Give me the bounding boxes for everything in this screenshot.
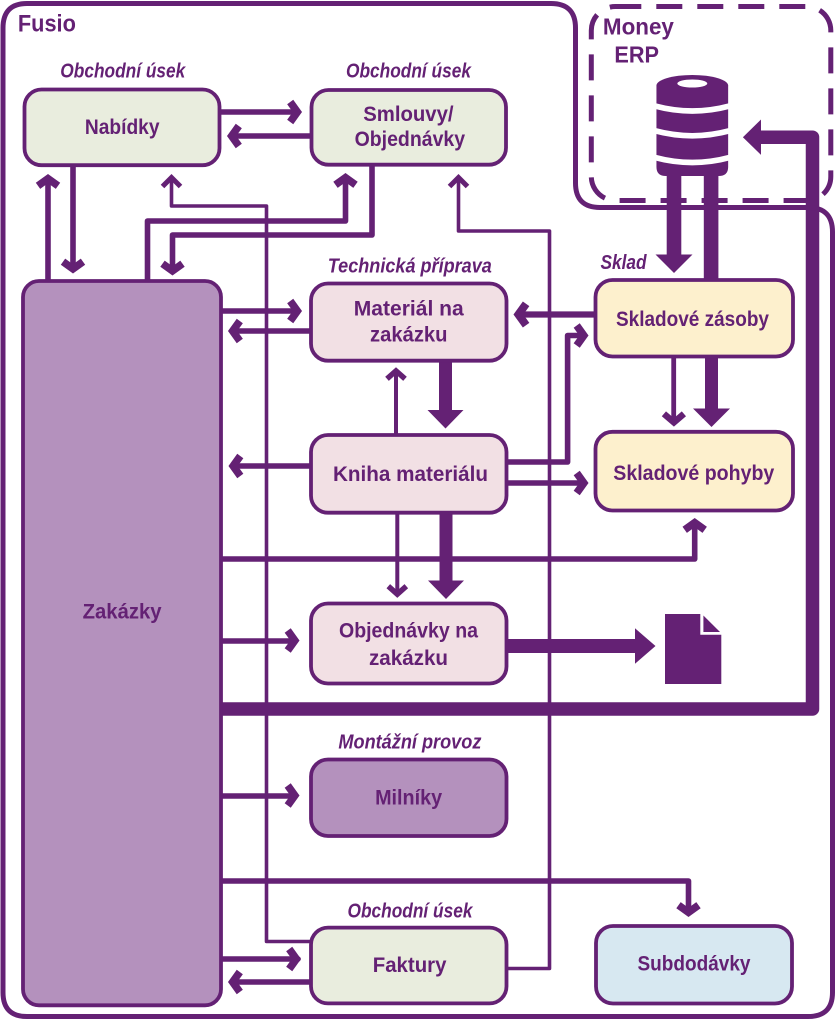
svg-text:Obchodní úsek: Obchodní úsek	[348, 901, 474, 923]
svg-text:zakázku: zakázku	[369, 647, 448, 670]
svg-text:Subdodávky: Subdodávky	[638, 953, 751, 976]
svg-text:Zakázky: Zakázky	[83, 601, 162, 624]
svg-text:zakázku: zakázku	[370, 324, 448, 347]
svg-text:Obchodní úsek: Obchodní úsek	[346, 60, 472, 82]
svg-text:Objednávky na: Objednávky na	[339, 620, 478, 643]
svg-text:ERP: ERP	[614, 42, 659, 68]
svg-text:Fusio: Fusio	[18, 11, 76, 38]
svg-text:Smlouvy/: Smlouvy/	[363, 103, 454, 126]
svg-text:Milníky: Milníky	[375, 787, 442, 810]
svg-text:Materiál na: Materiál na	[354, 298, 464, 321]
svg-text:Kniha materiálu: Kniha materiálu	[333, 463, 488, 486]
svg-text:Montážní provoz: Montážní provoz	[338, 732, 481, 754]
svg-text:Nabídky: Nabídky	[85, 116, 160, 139]
svg-text:Skladové pohyby: Skladové pohyby	[613, 462, 774, 485]
svg-text:Skladové zásoby: Skladové zásoby	[616, 308, 769, 331]
svg-text:Objednávky: Objednávky	[355, 128, 466, 151]
svg-text:Technická příprava: Technická příprava	[328, 255, 492, 277]
svg-text:Sklad: Sklad	[601, 252, 648, 274]
svg-text:Faktury: Faktury	[373, 954, 447, 977]
svg-text:Money: Money	[603, 14, 674, 40]
svg-text:Obchodní úsek: Obchodní úsek	[60, 60, 186, 82]
